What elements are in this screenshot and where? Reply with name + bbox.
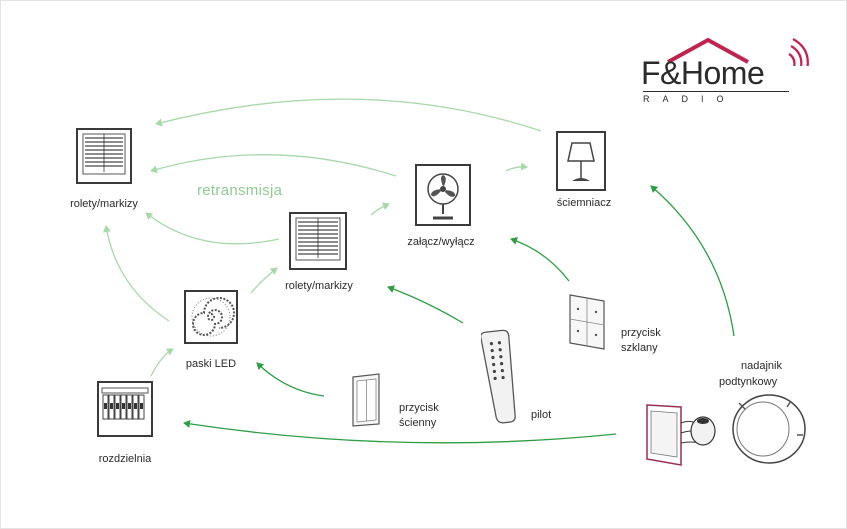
- arrow-blinds-center-to-switch: [370, 202, 390, 216]
- arrow-switch-to-blinds-top: [150, 154, 397, 177]
- label-blinds-center: rolety/markizy: [285, 280, 353, 292]
- arrow-wall-button-to-led: [256, 362, 325, 397]
- fan-icon: [415, 164, 471, 226]
- retransmission-label: retransmisja: [197, 182, 283, 199]
- label-transmitter-line1: nadajnik: [741, 360, 782, 372]
- arrow-glass-to-switch: [510, 237, 570, 282]
- label-wall-button-line1: przycisk: [399, 402, 439, 414]
- wall-switch-icon: [352, 373, 380, 427]
- remote-control-icon: [481, 329, 516, 424]
- arrow-dimmer-to-blinds-top: [155, 98, 542, 132]
- logo-roof-icon: [667, 37, 809, 66]
- arrow-distribution-to-led: [150, 348, 174, 377]
- blinds-icon: [76, 128, 132, 184]
- label-glass-button-line2: szklany: [621, 342, 658, 354]
- arrow-transmitter-to-dimmer: [650, 185, 735, 337]
- label-blinds-top: rolety/markizy: [70, 198, 138, 210]
- label-led: paski LED: [185, 358, 237, 370]
- logo-underline: [643, 91, 789, 92]
- arrow-transmitter-to-distribution: [183, 419, 617, 444]
- lamp-icon: [556, 131, 606, 191]
- label-switch: załącz/wyłącz: [407, 236, 475, 248]
- glass-switch-icon: [569, 294, 605, 350]
- label-transmitter-line2: podtynkowy: [719, 376, 778, 388]
- arrow-led-to-blinds-top: [103, 225, 170, 322]
- logo-subtitle: RADIO: [643, 94, 737, 104]
- blinds-icon: [289, 212, 347, 270]
- label-remote: pilot: [531, 409, 552, 421]
- logo-brand: F&Home: [641, 55, 765, 91]
- label-glass-button-line1: przycisk: [621, 327, 661, 339]
- flush-transmitter-icon: [646, 394, 806, 466]
- arrow-switch-to-dimmer: [505, 162, 528, 172]
- label-dimmer: ściemniacz: [556, 197, 612, 209]
- arrow-blinds-center-to-blinds-top: [145, 212, 280, 245]
- arrow-led-to-blinds-center: [250, 267, 278, 294]
- distribution-board-icon: [97, 381, 153, 437]
- label-wall-button-line2: ścienny: [399, 417, 437, 429]
- arrow-remote-to-blinds-center: [387, 285, 464, 324]
- led-strip-icon: [184, 290, 238, 344]
- label-distribution: rozdzielnia: [98, 453, 152, 465]
